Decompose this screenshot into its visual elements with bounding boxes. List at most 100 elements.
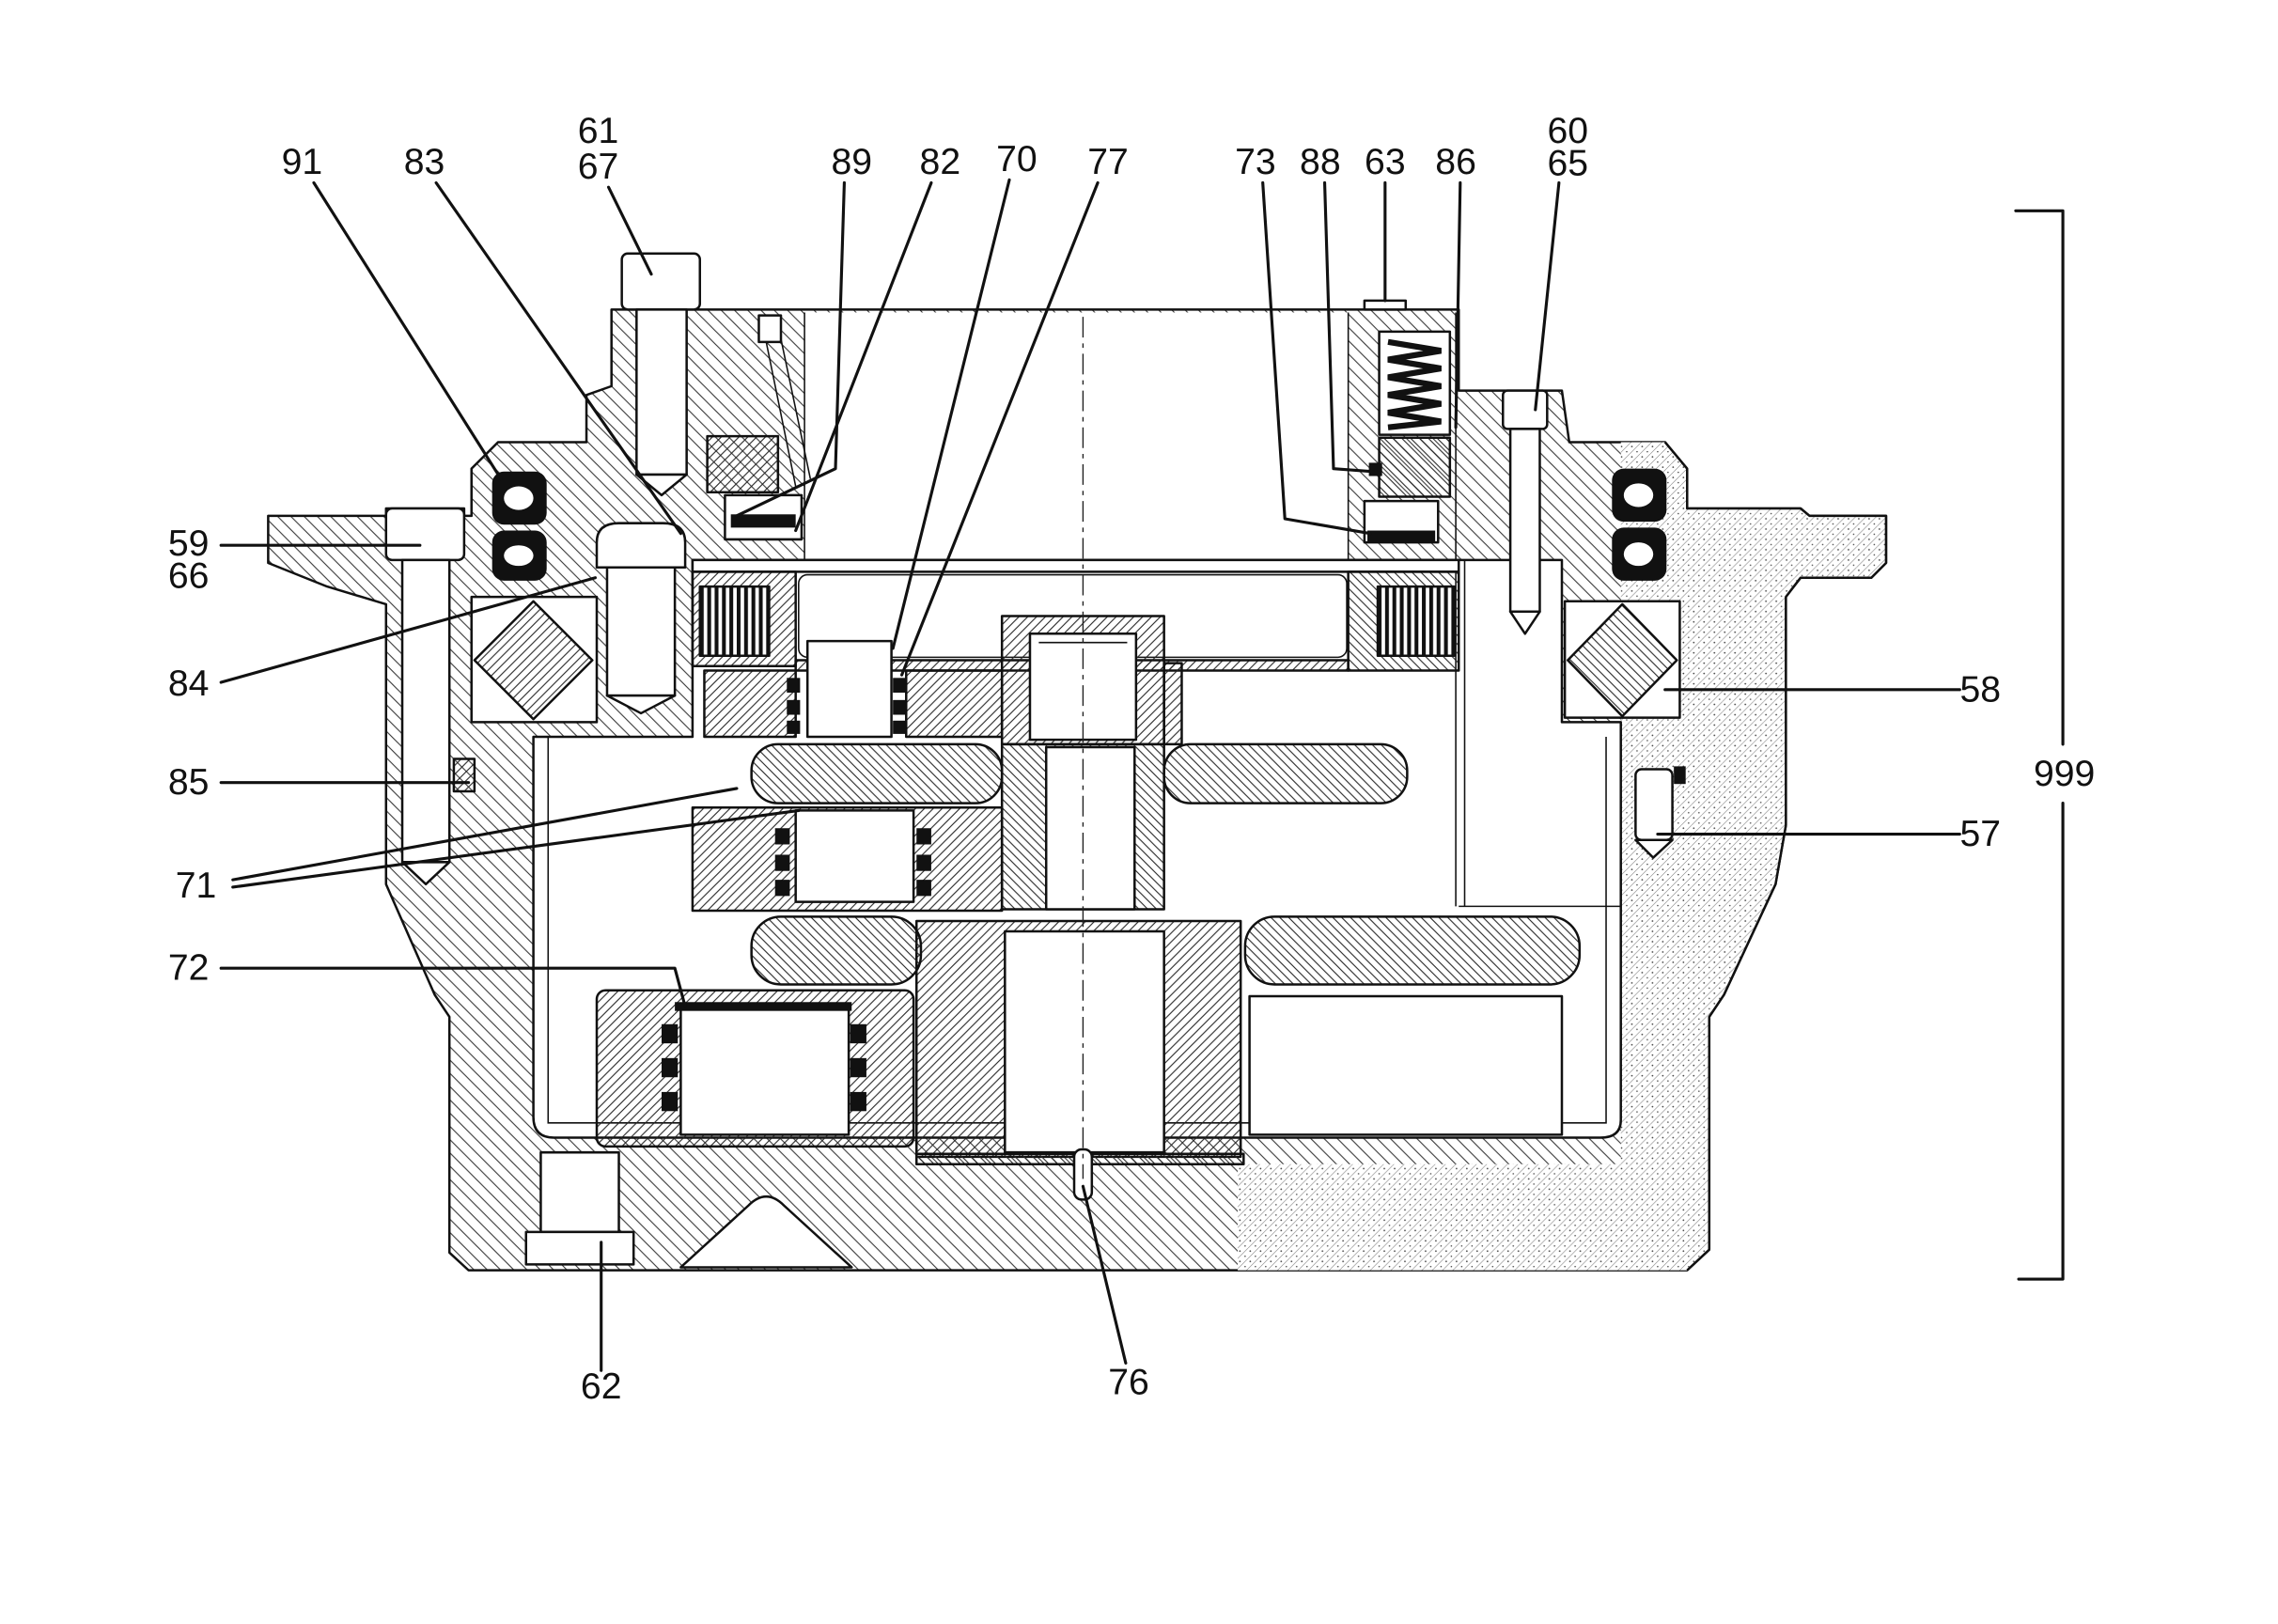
roller bbox=[774, 854, 790, 871]
roller bbox=[661, 1057, 679, 1078]
output-carrier-bore bbox=[1004, 929, 1165, 1154]
housing-right-stippled-section bbox=[1238, 442, 1886, 1271]
bearing-block-82 bbox=[706, 434, 780, 494]
top-right-structure bbox=[1363, 299, 1452, 544]
housing-right-outline bbox=[1663, 441, 1888, 1272]
leader-86 bbox=[1454, 180, 1462, 429]
left-crossed-roller-bearing bbox=[473, 600, 594, 721]
sun-gear-tooth-left bbox=[750, 742, 1004, 804]
plug-57-seal bbox=[1674, 766, 1686, 785]
roller bbox=[774, 828, 790, 845]
brake-piston bbox=[1378, 436, 1452, 498]
callout-82: 82 bbox=[920, 142, 961, 182]
bolt-84-head bbox=[595, 522, 687, 569]
bolt-59-head bbox=[384, 507, 466, 562]
callout-66: 66 bbox=[168, 556, 210, 597]
gear-tooth-lower-right bbox=[1243, 915, 1582, 986]
bolt-60-65 bbox=[1502, 389, 1549, 635]
roller bbox=[787, 699, 801, 715]
roller bbox=[787, 678, 801, 693]
gear-tooth-lower-left bbox=[750, 915, 923, 986]
leader-89 bbox=[735, 180, 846, 518]
callout-67: 67 bbox=[578, 147, 619, 187]
seal-72 bbox=[675, 1002, 852, 1011]
right-lower-chamber bbox=[1248, 994, 1564, 1136]
leader-77 bbox=[899, 180, 1100, 677]
roller bbox=[916, 828, 931, 845]
leader-82 bbox=[794, 180, 933, 533]
carrier-top-ring bbox=[691, 558, 1460, 573]
callout-57: 57 bbox=[1959, 814, 2001, 854]
callout-73: 73 bbox=[1235, 142, 1276, 182]
motor-opening bbox=[804, 312, 1349, 560]
plug-57-tip bbox=[1634, 838, 1674, 859]
leader-lines bbox=[219, 178, 1961, 1372]
leader-60-65 bbox=[1534, 180, 1561, 412]
callout-71: 71 bbox=[176, 866, 217, 906]
roller bbox=[916, 880, 931, 897]
bolt-59-shank bbox=[400, 558, 451, 864]
sun-shaft-flange bbox=[1162, 662, 1183, 746]
plug-57 bbox=[1634, 766, 1686, 859]
central-shaft bbox=[914, 615, 1245, 1201]
bracket-upper bbox=[2014, 209, 2065, 746]
spring-63 bbox=[1387, 338, 1442, 430]
leader-70 bbox=[891, 178, 1011, 650]
seal-88 bbox=[1368, 462, 1382, 476]
sun-gear-teeth-lower bbox=[750, 915, 1582, 1136]
planet-pin-3 bbox=[679, 1004, 850, 1136]
callout-62: 62 bbox=[581, 1366, 622, 1407]
callout-999: 999 bbox=[2034, 754, 2095, 794]
left-seal-lower-core bbox=[504, 545, 534, 567]
callout-76: 76 bbox=[1108, 1362, 1149, 1402]
roller bbox=[787, 720, 801, 734]
callout-70: 70 bbox=[996, 139, 1038, 180]
roller bbox=[850, 1023, 866, 1044]
fasteners bbox=[384, 252, 1686, 1266]
callout-61: 61 bbox=[578, 111, 619, 151]
callout-83: 83 bbox=[404, 142, 445, 182]
leader-73 bbox=[1261, 180, 1372, 536]
bolt-84-shank bbox=[605, 566, 677, 697]
callout-labels: 91 83 61 67 89 82 70 77 73 88 63 86 60 6… bbox=[168, 111, 2095, 1407]
roller bbox=[893, 678, 907, 693]
planet-gear-1-left bbox=[703, 669, 797, 739]
sun-gear-tooth-right bbox=[1162, 742, 1409, 804]
right-spline-pack bbox=[1376, 585, 1456, 658]
planet-pin-1 bbox=[805, 639, 893, 739]
callout-88: 88 bbox=[1300, 142, 1341, 182]
callout-72: 72 bbox=[168, 948, 210, 989]
callout-58: 58 bbox=[1959, 669, 2001, 710]
sun-shaft-bore bbox=[1044, 745, 1136, 911]
left-spline-pack bbox=[698, 585, 771, 658]
roller bbox=[893, 720, 907, 734]
leader-91 bbox=[312, 180, 503, 481]
leader-76 bbox=[1081, 1184, 1128, 1365]
callout-77: 77 bbox=[1087, 142, 1129, 182]
callout-85: 85 bbox=[168, 762, 210, 803]
bolt-61-shank bbox=[635, 308, 688, 476]
right-seal-lower-core bbox=[1623, 542, 1654, 567]
planet-stage-2 bbox=[691, 806, 1004, 913]
leader-72 bbox=[219, 966, 687, 1008]
main-bearings bbox=[470, 595, 1681, 724]
callout-89: 89 bbox=[831, 142, 872, 182]
bolt-59-66 bbox=[384, 507, 476, 886]
planet-stage-1 bbox=[703, 639, 1004, 739]
assembly-bracket-999 bbox=[2014, 209, 2065, 1281]
callout-65: 65 bbox=[1547, 144, 1588, 184]
roller bbox=[893, 699, 907, 715]
base-arch-notch bbox=[679, 1195, 853, 1269]
right-seal-upper-core bbox=[1623, 483, 1654, 508]
roller bbox=[850, 1057, 866, 1078]
sun-gear-teeth-upper bbox=[750, 742, 1409, 804]
bolt-60-shank bbox=[1508, 428, 1541, 614]
callout-84: 84 bbox=[168, 664, 210, 704]
right-crossed-roller-bearing bbox=[1567, 602, 1678, 718]
seal-89 bbox=[730, 514, 796, 528]
breather-passage-a bbox=[765, 341, 797, 487]
bolt-61-tip bbox=[635, 473, 688, 497]
bolt-60-tip bbox=[1508, 610, 1541, 635]
callout-59: 59 bbox=[168, 523, 210, 564]
